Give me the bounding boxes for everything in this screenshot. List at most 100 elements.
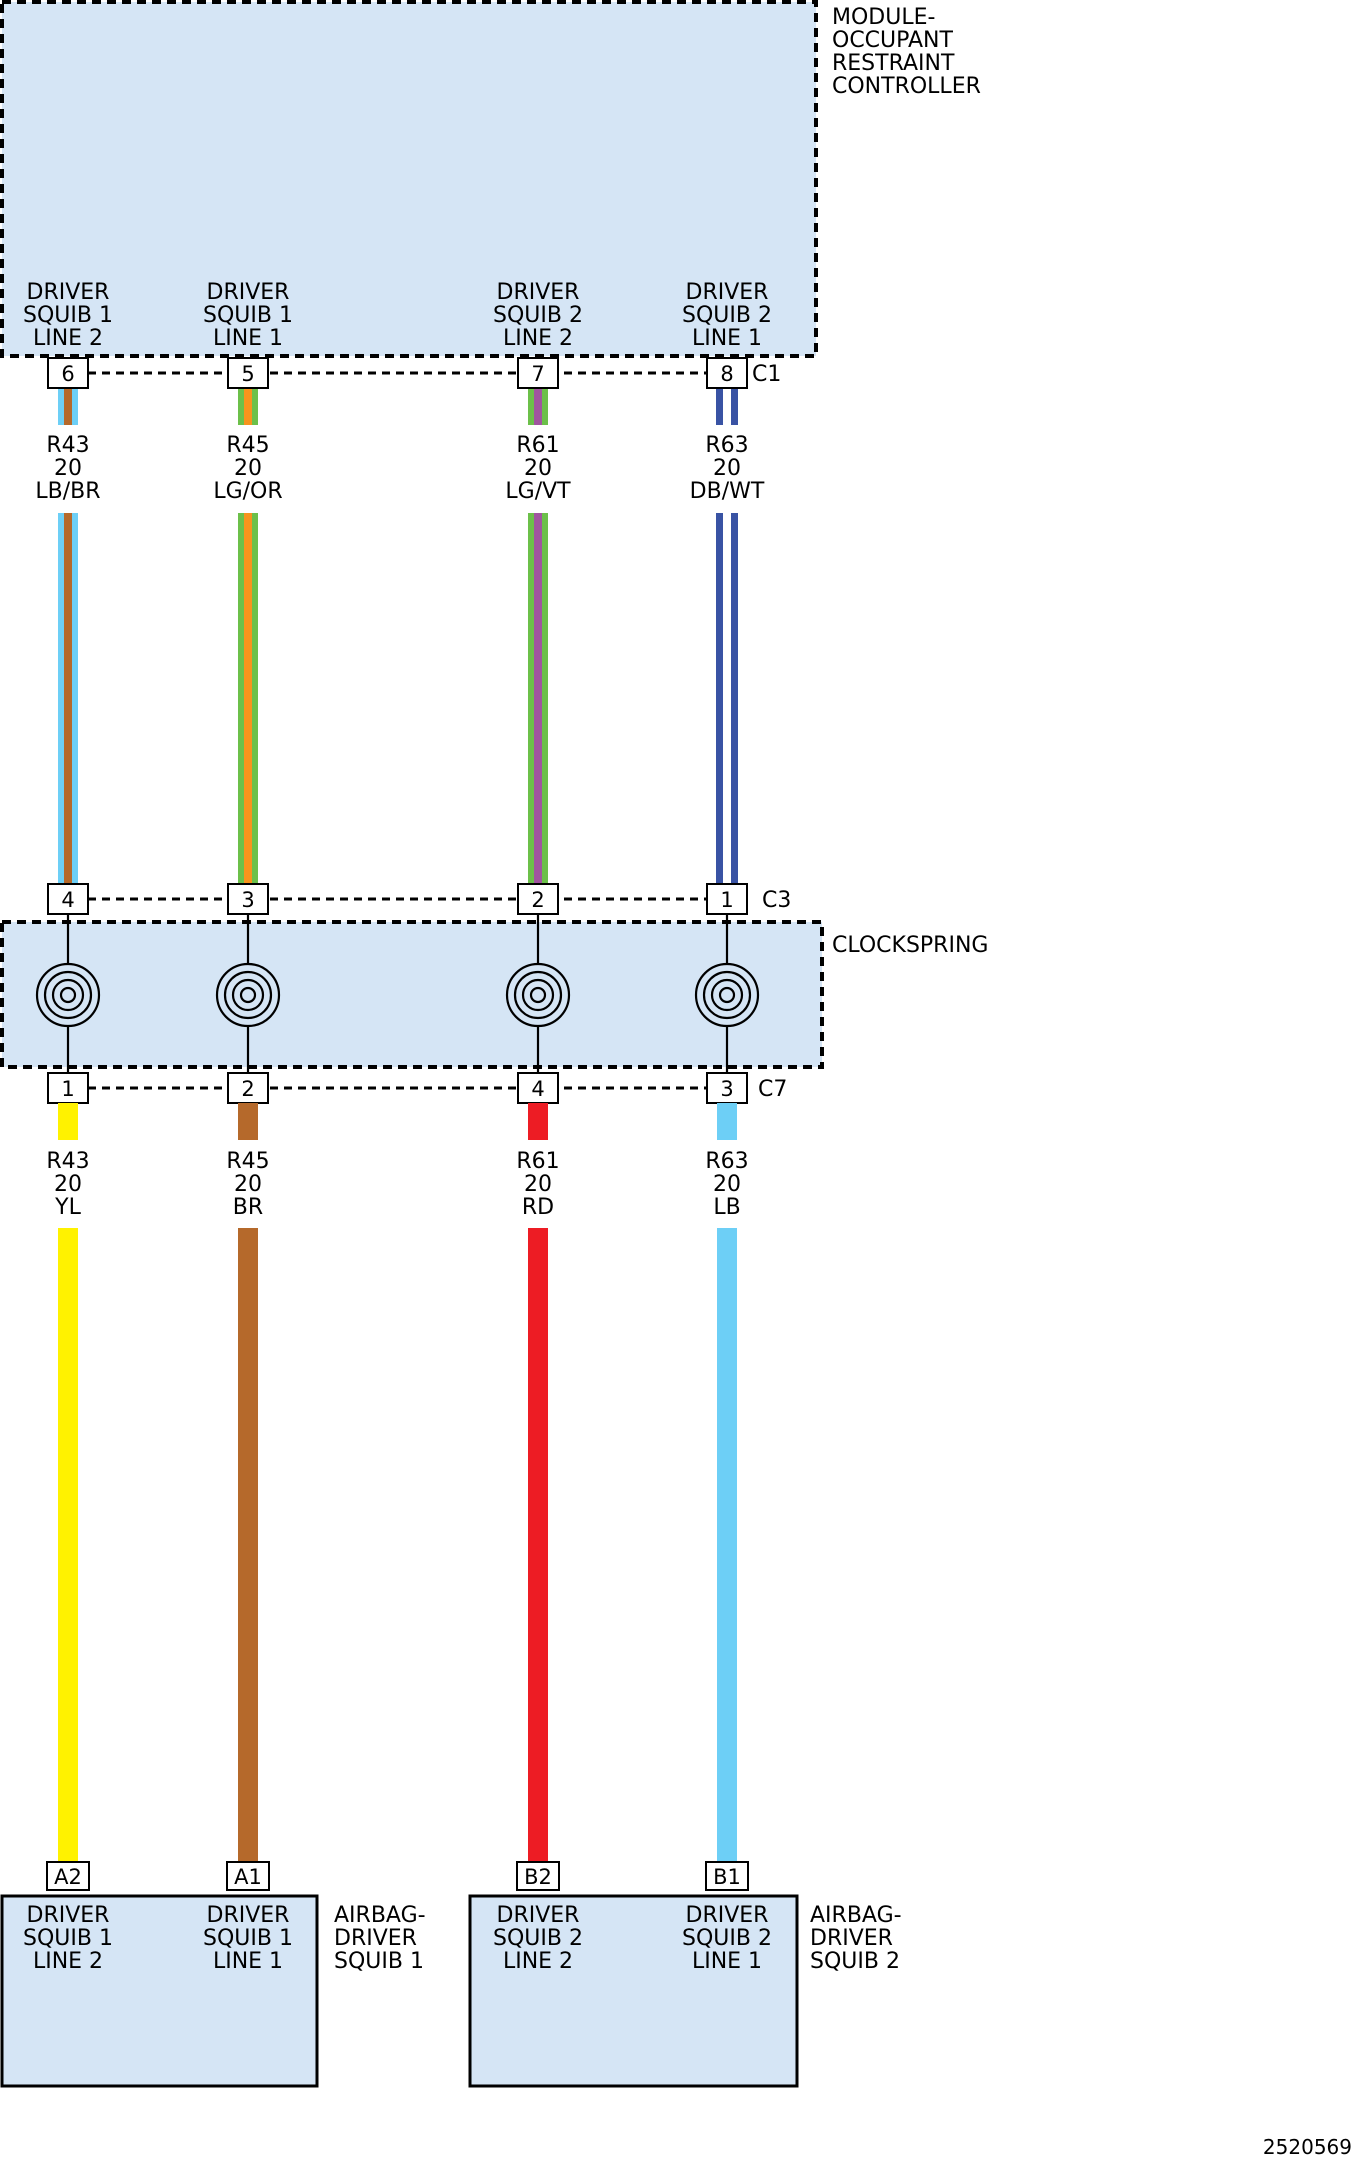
airbag-pin-label: DRIVER	[207, 1903, 290, 1928]
wire-circuit-label: R45	[226, 433, 269, 458]
coil-ring	[231, 978, 265, 1012]
wire-base	[58, 1228, 78, 1867]
orc-pin-label: LINE 1	[213, 326, 283, 351]
orc-pin-label: DRIVER	[27, 280, 110, 305]
upper-wire-stub	[238, 388, 258, 425]
coil-ring	[718, 986, 736, 1004]
orc-pin-label: LINE 2	[503, 326, 573, 351]
wire-tracer	[64, 388, 72, 425]
wire-base	[528, 1103, 548, 1140]
wire-gauge-label: 20	[524, 1172, 552, 1197]
connector-pin-box	[47, 357, 89, 389]
airbag-pin-box	[46, 1861, 90, 1891]
wire-color-label: BR	[233, 1195, 263, 1220]
airbag-pin-label: DRIVER	[27, 1903, 110, 1928]
wire-color-label: LG/VT	[505, 479, 571, 504]
airbag-pin-label: LINE 2	[33, 1949, 103, 1974]
wire-gauge-label: 20	[54, 1172, 82, 1197]
orc-pin-label: DRIVER	[207, 280, 290, 305]
orc-pin-label: DRIVER	[497, 280, 580, 305]
lower-wire-stub	[717, 1103, 737, 1140]
wire-base	[717, 1103, 737, 1140]
connector-pin-number: 1	[720, 888, 733, 912]
connector-pin-number: 7	[531, 362, 544, 386]
wire-circuit-label: R61	[516, 433, 559, 458]
wire-gauge-label: 20	[713, 456, 741, 481]
airbag-pin-label: SQUIB 2	[493, 1926, 583, 1951]
connector-name: C3	[762, 888, 791, 913]
connector-pin-box	[227, 357, 269, 389]
orc-pin-label: DRIVER	[686, 280, 769, 305]
orc-pin-label: LINE 1	[692, 326, 762, 351]
wire-color-label: LB/BR	[35, 479, 100, 504]
wire-circuit-label: R63	[705, 433, 748, 458]
coil-ring	[710, 978, 744, 1012]
connector-pin-number: 4	[61, 888, 74, 912]
lower-wire-stub	[58, 1103, 78, 1140]
airbag1-name: DRIVER	[334, 1926, 417, 1951]
wire-tracer	[534, 388, 542, 425]
orc-module-name: OCCUPANT	[832, 28, 954, 53]
orc-pin-label: LINE 2	[33, 326, 103, 351]
airbag1-name: SQUIB 1	[334, 1949, 424, 1974]
coil-ring	[43, 970, 93, 1020]
wire-circuit-label: R61	[516, 1149, 559, 1174]
orc-module-name: MODULE-	[832, 5, 935, 30]
orc-pin-label: SQUIB 1	[203, 303, 293, 328]
wire-base	[717, 1228, 737, 1867]
lower-wire	[58, 1228, 78, 1867]
wire-color-label: YL	[54, 1195, 81, 1220]
wire-tracer	[64, 513, 72, 884]
figure-id: 2520569	[1263, 2135, 1352, 2159]
upper-wire	[528, 513, 548, 884]
airbag-pin-label: LINE 1	[213, 1949, 283, 1974]
orc-module-name: RESTRAINT	[832, 51, 955, 76]
wire-gauge-label: 20	[234, 456, 262, 481]
airbag-pin-label: DRIVER	[686, 1903, 769, 1928]
airbag-pin-label: DRIVER	[497, 1903, 580, 1928]
connector-name: C1	[752, 362, 781, 387]
airbag1-name: AIRBAG-	[334, 1903, 426, 1928]
airbag-pin-label: SQUIB 1	[23, 1926, 113, 1951]
upper-wire	[58, 513, 78, 884]
wire-circuit-label: R43	[46, 1149, 89, 1174]
airbag2-box	[468, 1894, 799, 2088]
airbag2-name: SQUIB 2	[810, 1949, 900, 1974]
upper-wire-stub	[58, 388, 78, 425]
connector-name: C7	[758, 1077, 787, 1102]
orc-module-name: CONTROLLER	[832, 74, 981, 99]
orc-module-box	[0, 0, 818, 358]
wire-base	[238, 1103, 258, 1140]
coil-ring	[59, 986, 77, 1004]
airbag-pin-label: LINE 2	[503, 1949, 573, 1974]
airbag-pin-box	[516, 1861, 560, 1891]
airbag-pin-label: SQUIB 2	[682, 1926, 772, 1951]
wire-tracer	[244, 388, 252, 425]
wire-tracer	[534, 513, 542, 884]
coil-ring	[239, 986, 257, 1004]
connector-pin-number: 1	[61, 1077, 74, 1101]
connector-pin-box	[517, 883, 559, 915]
airbag-pin-number: B1	[713, 1865, 741, 1889]
airbag1-box	[0, 1894, 319, 2088]
lower-wire	[238, 1228, 258, 1867]
coil-ring	[51, 978, 85, 1012]
wire-tracer	[723, 388, 731, 425]
upper-wire-stub	[716, 388, 738, 425]
airbag-pin-label: LINE 1	[692, 1949, 762, 1974]
connector-pin-number: 8	[720, 362, 733, 386]
clockspring-coil-icon	[694, 914, 760, 1073]
upper-wire	[238, 513, 258, 884]
connector-pin-number: 2	[531, 888, 544, 912]
wire-circuit-label: R45	[226, 1149, 269, 1174]
connector-pin-number: 6	[61, 362, 74, 386]
wire-gauge-label: 20	[234, 1172, 262, 1197]
upper-wire	[716, 513, 738, 884]
airbag-pin-number: A1	[234, 1865, 262, 1889]
coil-ring	[223, 970, 273, 1020]
wire-color-label: LB	[713, 1195, 740, 1220]
wire-circuit-label: R43	[46, 433, 89, 458]
clockspring-box	[0, 920, 824, 1069]
coil-ring	[529, 986, 547, 1004]
lower-wire-stub	[528, 1103, 548, 1140]
